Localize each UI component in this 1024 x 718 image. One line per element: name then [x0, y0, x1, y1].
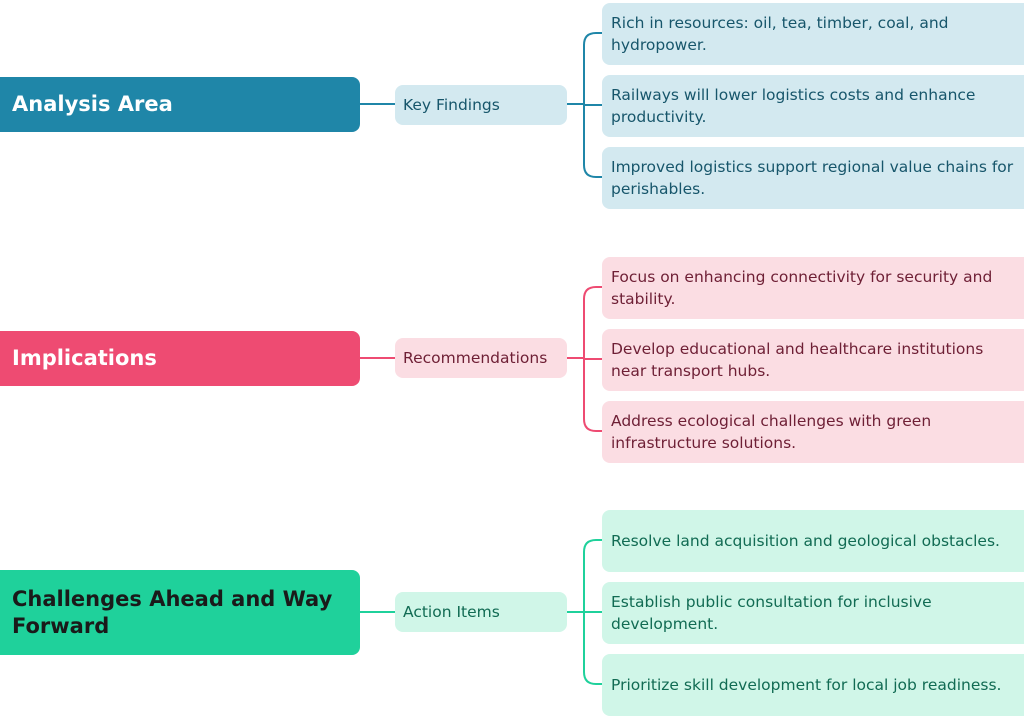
subtopic-label: Action Items [403, 603, 500, 621]
item-text: Railways will lower logistics costs and … [611, 86, 976, 126]
subtopic-recommendations[interactable]: Recommendations [395, 338, 567, 378]
finding-item-3[interactable]: Improved logistics support regional valu… [602, 147, 1024, 209]
item-text: Address ecological challenges with green… [611, 412, 932, 452]
item-text: Develop educational and healthcare insti… [611, 340, 984, 380]
subtopic-label: Key Findings [403, 96, 500, 114]
topic-label: Implications [12, 346, 157, 370]
recommendation-item-3[interactable]: Address ecological challenges with green… [602, 401, 1024, 463]
subtopic-key-findings[interactable]: Key Findings [395, 85, 567, 125]
bracket-connector [583, 539, 602, 685]
action-item-1[interactable]: Resolve land acquisition and geological … [602, 510, 1024, 572]
bracket-connector [583, 286, 602, 432]
item-text: Resolve land acquisition and geological … [611, 532, 1000, 550]
topic-challenges-ahead[interactable]: Challenges Ahead and Way Forward [0, 570, 360, 655]
action-item-2[interactable]: Establish public consultation for inclus… [602, 582, 1024, 644]
item-text: Rich in resources: oil, tea, timber, coa… [611, 14, 949, 54]
topic-label: Challenges Ahead and Way Forward [12, 586, 333, 638]
bracket-connector [583, 32, 602, 178]
finding-item-1[interactable]: Rich in resources: oil, tea, timber, coa… [602, 3, 1024, 65]
item-text: Focus on enhancing connectivity for secu… [611, 268, 993, 308]
subtopic-label: Recommendations [403, 349, 548, 367]
recommendation-item-1[interactable]: Focus on enhancing connectivity for secu… [602, 257, 1024, 319]
item-text: Establish public consultation for inclus… [611, 593, 932, 633]
recommendation-item-2[interactable]: Develop educational and healthcare insti… [602, 329, 1024, 391]
item-text: Improved logistics support regional valu… [611, 158, 1014, 198]
topic-analysis-area[interactable]: Analysis Area [0, 77, 360, 132]
topic-label: Analysis Area [12, 92, 173, 116]
subtopic-action-items[interactable]: Action Items [395, 592, 567, 632]
action-item-3[interactable]: Prioritize skill development for local j… [602, 654, 1024, 716]
finding-item-2[interactable]: Railways will lower logistics costs and … [602, 75, 1024, 137]
item-text: Prioritize skill development for local j… [611, 676, 1002, 694]
topic-implications[interactable]: Implications [0, 331, 360, 386]
